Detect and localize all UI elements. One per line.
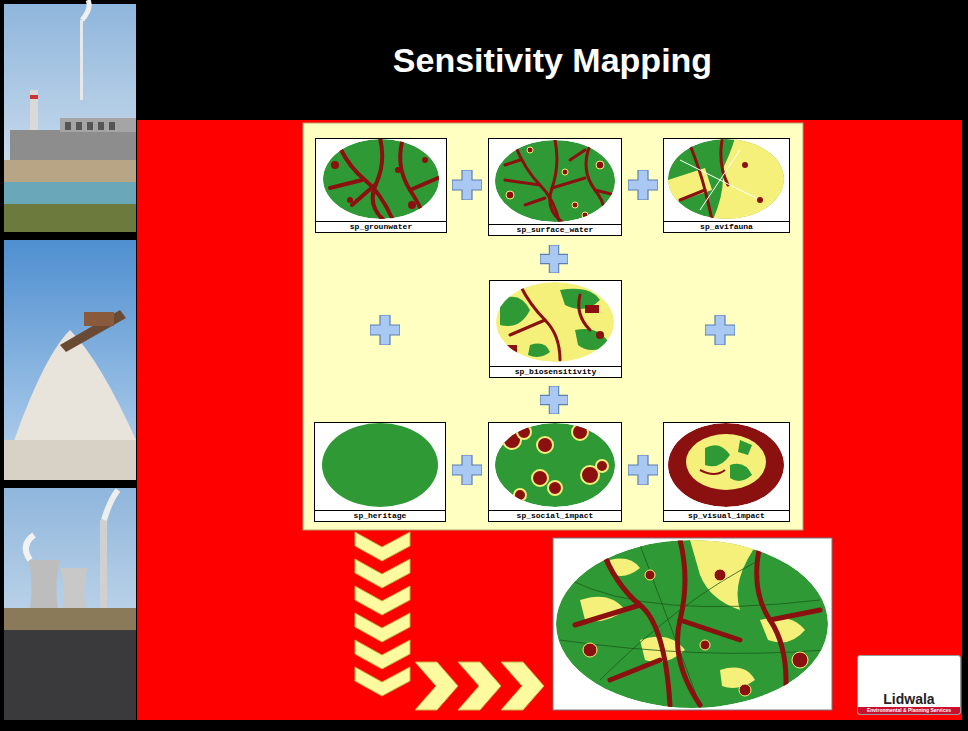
- logo-name: Lidwala: [858, 691, 960, 707]
- map-layer-tile: sp_social_impact: [488, 422, 622, 522]
- slide-title: Sensitivity Mapping: [393, 41, 712, 80]
- layer-label: sp_grounwater: [316, 221, 446, 232]
- layer-label: sp_heritage: [315, 510, 445, 521]
- map-layer-tile: sp_biosensitivity: [489, 280, 622, 378]
- layer-label: sp_visual_impact: [664, 510, 789, 521]
- map-layer-tile: sp_avifauna: [663, 138, 790, 233]
- map-layer-tile: sp_visual_impact: [663, 422, 790, 522]
- company-logo: LidwalaEnvironmental & Planning Services: [857, 655, 961, 715]
- map-layer-tile: sp_surface_water: [488, 138, 622, 236]
- map-layer-tile: sp_heritage: [314, 422, 446, 522]
- layer-label: sp_biosensitivity: [490, 366, 621, 377]
- layer-label: sp_social_impact: [489, 510, 621, 521]
- layer-label: sp_avifauna: [664, 221, 789, 232]
- title-bar: Sensitivity Mapping: [137, 0, 968, 120]
- logo-tagline: Environmental & Planning Services: [858, 707, 960, 714]
- layer-label: sp_surface_water: [489, 224, 621, 235]
- map-layer-tile: sp_grounwater: [315, 138, 447, 233]
